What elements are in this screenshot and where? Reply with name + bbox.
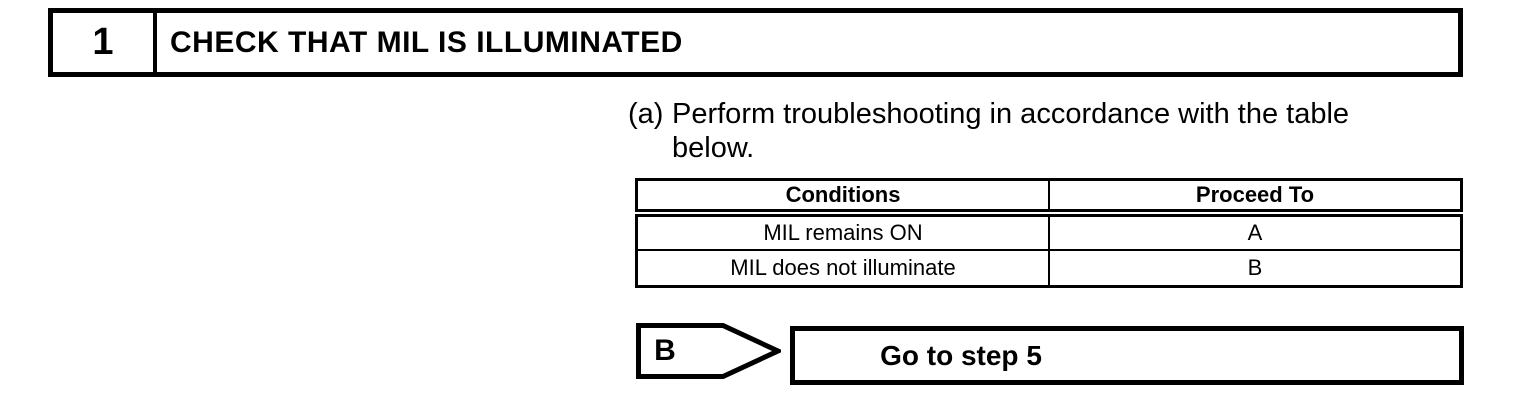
table-header-row: Conditions Proceed To: [635, 178, 1463, 217]
instruction-paragraph: (a) Perform troubleshooting in accordanc…: [628, 97, 1372, 165]
step-number: 1: [53, 13, 157, 72]
condition-cell: MIL remains ON: [635, 211, 1050, 251]
column-header-conditions: Conditions: [635, 178, 1050, 217]
result-connector: B: [636, 323, 781, 379]
instruction-text: Perform troubleshooting in accordance wi…: [672, 98, 1350, 164]
action-box: Go to step 5: [790, 326, 1464, 385]
table-row: MIL remains ON A: [635, 211, 1463, 251]
step-title: CHECK THAT MIL IS ILLUMINATED: [170, 25, 683, 59]
instruction-list-marker: (a): [628, 98, 664, 130]
action-text: Go to step 5: [880, 339, 1042, 371]
table-row: MIL does not illuminate B: [635, 248, 1463, 288]
result-label: B: [654, 334, 676, 367]
troubleshooting-table: Conditions Proceed To MIL remains ON A M…: [635, 178, 1463, 288]
condition-cell: MIL does not illuminate: [635, 248, 1050, 288]
pentagon-arrow-icon: [636, 323, 781, 379]
proceed-to-cell: B: [1048, 248, 1463, 288]
step-header-bar: 1 CHECK THAT MIL IS ILLUMINATED: [48, 8, 1463, 77]
column-header-proceed-to: Proceed To: [1048, 178, 1463, 217]
proceed-to-cell: A: [1048, 211, 1463, 251]
